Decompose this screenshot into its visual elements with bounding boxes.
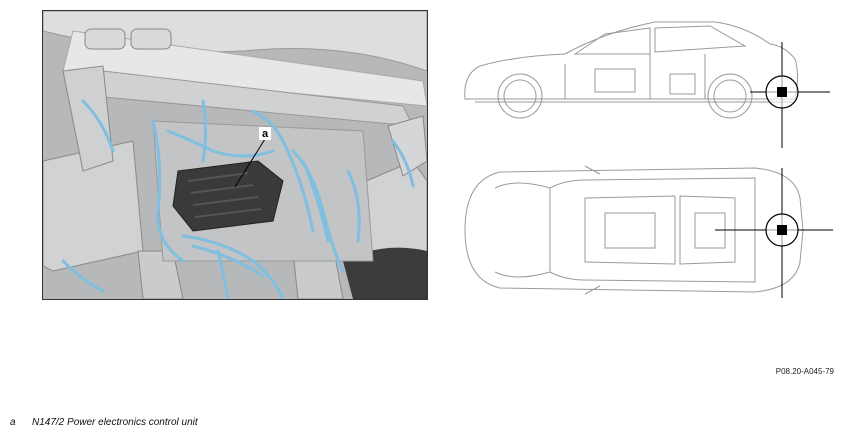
callout-leader: [234, 138, 266, 188]
car-side-svg: [464, 21, 830, 148]
location-marker-side: [750, 42, 830, 148]
underbody-svg: a: [43, 11, 427, 299]
callout-a: a: [262, 128, 269, 140]
legend: a N147/2 Power electronics control unit: [10, 417, 198, 428]
location-marker-top: [715, 168, 833, 298]
car-top-svg: [464, 165, 833, 298]
legend-key: a: [10, 417, 16, 428]
callout-box: [259, 127, 271, 140]
underbody-illustration: a: [42, 10, 428, 300]
hv-cables: [61, 99, 415, 299]
car-side-view: [455, 14, 844, 150]
legend-text: N147/2 Power electronics control unit: [32, 417, 198, 428]
figure-id: P08.20-A045-79: [775, 367, 834, 376]
car-top-view: [455, 158, 844, 302]
